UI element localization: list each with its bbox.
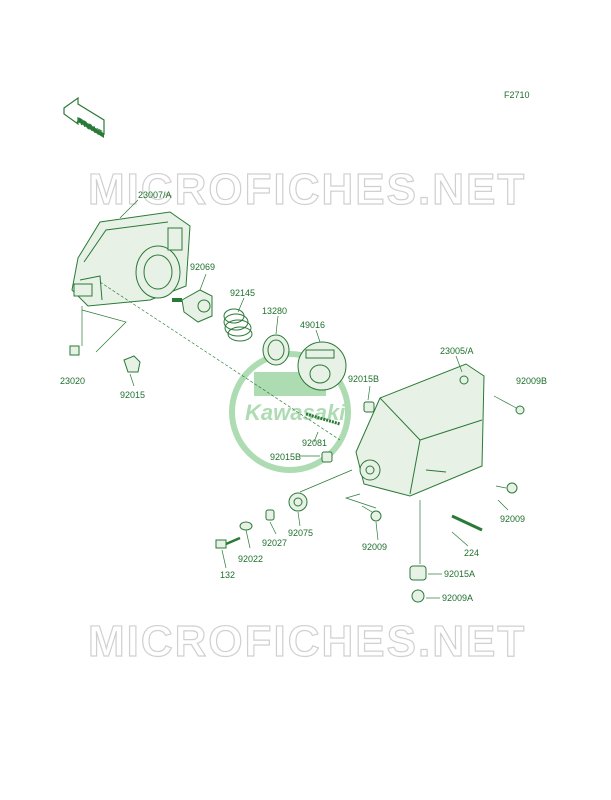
part-label-92081: 92081 bbox=[302, 438, 327, 448]
headlight-housing-front bbox=[71, 211, 191, 307]
part-label-224: 224 bbox=[464, 548, 479, 558]
kawasaki-logo-text: Kawasaki bbox=[245, 400, 346, 425]
part-label-49016: 49016 bbox=[300, 320, 325, 330]
part-label-92015a: 92015A bbox=[444, 569, 475, 579]
part-label-92009-bottom: 92009 bbox=[362, 542, 387, 552]
part-label-132: 132 bbox=[220, 570, 235, 580]
part-label-92015b-upper: 92015B bbox=[348, 374, 379, 384]
screw-92009-right bbox=[495, 482, 518, 494]
grommet-92015b-upper bbox=[363, 401, 375, 413]
grommet-92015b-lower bbox=[321, 451, 333, 463]
headlight-case-rear bbox=[355, 363, 485, 497]
part-label-92022: 92022 bbox=[238, 554, 263, 564]
part-label-92009a: 92009A bbox=[442, 593, 473, 603]
washer-92022 bbox=[239, 521, 253, 531]
spring bbox=[223, 308, 253, 342]
collar-92027 bbox=[265, 509, 275, 521]
part-label-92015b-lower: 92015B bbox=[270, 452, 301, 462]
watermark-top: MICROFICHES.NET bbox=[88, 165, 526, 214]
nut-92015 bbox=[123, 355, 141, 373]
part-label-23005a: 23005/A bbox=[440, 346, 474, 356]
screw-92009-bottom bbox=[361, 505, 382, 522]
watermark-bottom: MICROFICHES.NET bbox=[88, 617, 526, 666]
grommet-92075 bbox=[288, 492, 308, 512]
bulb bbox=[172, 289, 213, 323]
part-label-92027: 92027 bbox=[262, 538, 287, 548]
part-label-92069: 92069 bbox=[190, 262, 215, 272]
part-label-92145: 92145 bbox=[230, 288, 255, 298]
part-label-92075: 92075 bbox=[288, 528, 313, 538]
part-label-92015: 92015 bbox=[120, 390, 145, 400]
front-arrow-icon: FRONT bbox=[63, 96, 105, 138]
part-label-23007a: 23007/A bbox=[138, 190, 172, 200]
bolt-224 bbox=[451, 514, 483, 532]
leader-lines bbox=[81, 199, 509, 599]
ring bbox=[262, 334, 290, 366]
part-label-92009b: 92009B bbox=[516, 376, 547, 386]
figure-code: F2710 bbox=[504, 90, 530, 100]
screw-92009b bbox=[493, 395, 525, 415]
grommet-92015a bbox=[409, 565, 427, 581]
bolt-132 bbox=[215, 536, 241, 549]
part-label-92009-right: 92009 bbox=[500, 514, 525, 524]
part-label-13280: 13280 bbox=[262, 306, 287, 316]
screw-92009a bbox=[411, 589, 425, 603]
adjuster bbox=[297, 341, 347, 391]
clip-23020 bbox=[69, 345, 80, 356]
part-label-23020: 23020 bbox=[60, 376, 85, 386]
